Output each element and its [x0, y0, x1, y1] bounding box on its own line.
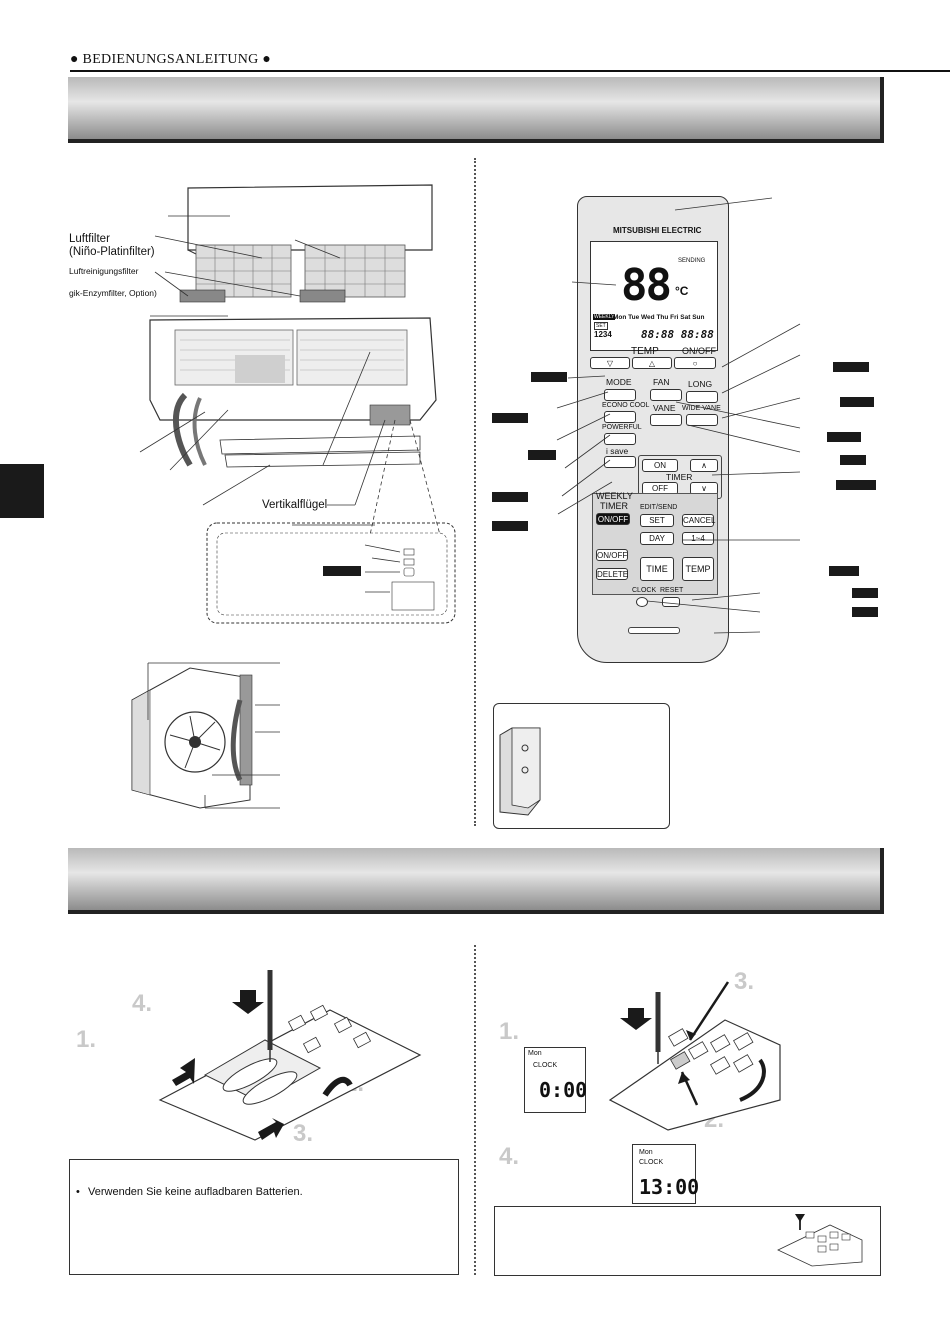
section-title-band-2 — [68, 848, 884, 914]
lcd2-day: Mon — [639, 1149, 653, 1156]
mode-label: MODE — [606, 377, 632, 387]
display-weekly: WEEKLY — [593, 314, 616, 320]
vane-label: VANE — [653, 403, 676, 413]
clock-lcd-2: Mon CLOCK 13:00 — [632, 1144, 700, 1204]
battery-note-bullet: • — [76, 1186, 80, 1198]
lcd2-time: 13:00 — [639, 1175, 700, 1199]
onoff-label: ON/OFF — [682, 346, 716, 356]
clock-button[interactable] — [636, 597, 648, 607]
lcd1-time: 0:00 — [539, 1078, 588, 1102]
isave-button[interactable] — [604, 456, 636, 468]
header-rule — [70, 70, 950, 72]
display-set: SET — [594, 322, 608, 330]
enzyme-filter-label: gik-Enzymfilter, Option) — [69, 288, 157, 298]
remote-display: 88 °C SENDING WEEKLY Mon Tue Wed Thu Fri… — [590, 241, 718, 351]
lcd1-day: Mon — [528, 1050, 542, 1057]
remote-brand: MITSUBISHI ELECTRIC — [613, 226, 702, 235]
econo-label: ECONO COOL — [602, 402, 650, 409]
day-button[interactable]: DAY — [640, 532, 674, 545]
battery-step-3: 3. — [293, 1120, 314, 1147]
time-button[interactable]: TIME — [640, 557, 674, 581]
reset-label: RESET — [660, 587, 684, 594]
timer-label: TIMER — [666, 472, 693, 482]
cancel-button[interactable]: CANCEL — [682, 514, 716, 527]
cleaning-filter-label: Luftreinigungsfilter — [69, 266, 139, 276]
fan-button[interactable] — [650, 389, 682, 401]
set-button[interactable]: SET — [640, 514, 674, 527]
battery-cover-slot — [628, 627, 680, 634]
display-unit: °C — [675, 284, 689, 298]
delete-button[interactable]: DELETE — [596, 568, 629, 580]
clock-step-4: 4. — [499, 1143, 520, 1170]
clock-label: CLOCK — [632, 587, 657, 594]
vane-button[interactable] — [650, 414, 682, 426]
lcd2-label: CLOCK — [639, 1159, 664, 1166]
reset-button[interactable] — [662, 597, 680, 607]
temp2-button[interactable]: TEMP — [682, 557, 714, 581]
display-time: 88:88 88:88 — [641, 328, 714, 341]
lcd1-label: CLOCK — [533, 1062, 558, 1069]
clock-step-1: 1. — [499, 1018, 520, 1045]
fan-label: FAN — [653, 377, 670, 387]
weekly-onoff2-button[interactable]: ON/OFF — [596, 549, 628, 561]
battery-step-1: 1. — [76, 1026, 97, 1053]
clock-step-3: 3. — [734, 968, 755, 995]
filter-label: Luftfilter — [69, 233, 110, 245]
wide-vane-button[interactable] — [686, 414, 718, 426]
temp-down-button[interactable]: ▽ — [590, 357, 630, 369]
onoff-button[interactable]: ○ — [674, 357, 716, 369]
widevane-label: WIDE VANE — [682, 405, 721, 412]
long-label: LONG — [688, 379, 713, 389]
divider-top — [474, 158, 476, 826]
battery-note-box: • Verwenden Sie keine aufladbaren Batter… — [69, 1159, 459, 1275]
display-sending: SENDING — [678, 258, 706, 264]
battery-note-text: Verwenden Sie keine aufladbaren Batterie… — [88, 1186, 303, 1198]
mode-button[interactable] — [604, 389, 636, 401]
range-button[interactable]: 1~4 — [682, 532, 714, 545]
powerful-label: POWERFUL — [602, 424, 642, 431]
isave-label: i save — [606, 446, 629, 456]
timer-up-button[interactable]: ∧ — [690, 459, 718, 472]
weekly-timer-label: WEEKLY TIMER — [596, 491, 633, 511]
battery-step-4: 4. — [132, 990, 153, 1017]
clock-lcd-1: Mon CLOCK 0:00 — [524, 1047, 588, 1113]
weekly-onoff-button[interactable]: ON/OFF — [596, 513, 630, 525]
divider-bottom — [474, 945, 476, 1275]
remote-control: MITSUBISHI ELECTRIC 88 °C SENDING WEEKLY… — [577, 196, 729, 663]
display-temp: 88 — [621, 260, 672, 311]
long-button[interactable] — [686, 391, 718, 403]
temp-up-button[interactable]: △ — [632, 357, 672, 369]
timer-on-button[interactable]: ON — [642, 459, 678, 472]
language-tab — [0, 464, 44, 518]
filter-sub-label: (Niño-Platinfilter) — [69, 246, 155, 258]
temp-label: TEMP — [631, 346, 659, 357]
edit-send-label: EDIT/SEND — [640, 504, 678, 511]
display-prog: 1234 — [594, 330, 612, 339]
vertical-vane-label: Vertikalflügel — [262, 499, 328, 511]
document-header: ● BEDIENUNGSANLEITUNG ● — [70, 52, 272, 67]
display-days: Mon Tue Wed Thu Fri Sat Sun — [613, 314, 705, 321]
section-title-band-1 — [68, 77, 884, 143]
